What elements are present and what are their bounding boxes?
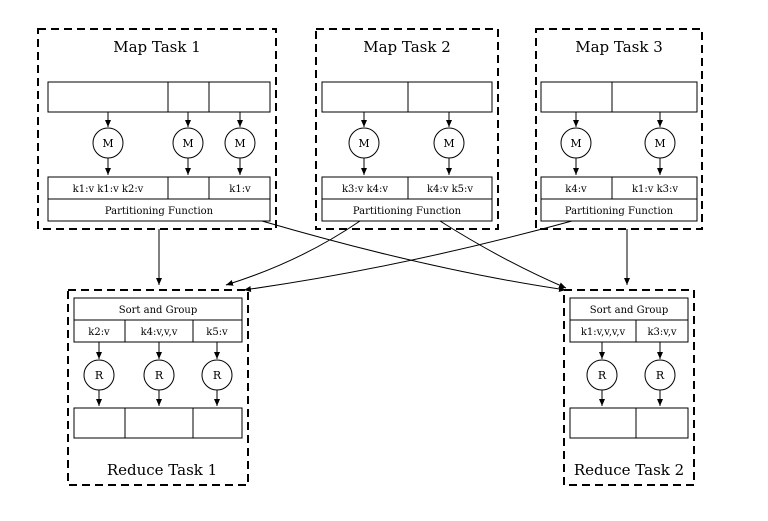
reduce-task-2-sort-and-group: Sort and Group (569, 297, 689, 321)
svg-text:R: R (598, 369, 607, 382)
map-task-3-mappers: M M (560, 112, 676, 175)
shuffle-arrow (261, 220, 567, 292)
map-output-cell: k3:v k4:v (342, 184, 388, 195)
map-output-cell: k4:v k5:v (427, 184, 473, 195)
svg-text:M: M (102, 137, 113, 150)
mapper-node: M (172, 127, 204, 159)
map-task-1-frame (37, 28, 277, 230)
svg-text:Sort and Group: Sort and Group (119, 305, 197, 316)
svg-text:Partitioning Function: Partitioning Function (565, 206, 674, 217)
reduce-task-1-title: Reduce Task 1 (107, 461, 217, 479)
reduce-group-cell: k1:v,v,v,v (581, 327, 626, 338)
svg-text:R: R (213, 369, 222, 382)
reduce-task-2-groups: k1:v,v,v,v k3:v,v (569, 319, 689, 343)
svg-text:M: M (182, 137, 193, 150)
map-output-cell: k1:v (229, 184, 251, 195)
map-task-2-title: Map Task 2 (363, 38, 451, 56)
svg-text:M: M (358, 137, 369, 150)
mapper-node: M (348, 127, 380, 159)
svg-text:M: M (654, 137, 665, 150)
mapper-node: M (560, 127, 592, 159)
map-output-cell: k1:v k3:v (632, 184, 678, 195)
map-task-3-title: Map Task 3 (575, 38, 663, 56)
map-output-cell: k1:v k1:v k2:v (73, 184, 144, 195)
mapper-node: M (224, 127, 256, 159)
reducer-node: R (644, 359, 676, 391)
reduce-task-2-title: Reduce Task 2 (574, 461, 684, 479)
map-task-3-input-splits (540, 81, 698, 113)
reduce-task-1-output-row (73, 407, 243, 439)
map-task-3-output-row: k4:v k1:v k3:v (540, 176, 698, 200)
map-task-2-input-splits (321, 81, 493, 113)
reduce-group-cell: k2:v (88, 327, 110, 338)
svg-text:Partitioning Function: Partitioning Function (353, 206, 462, 217)
mapper-node: M (92, 127, 124, 159)
map-task-2: Map Task 2 M M k3:v k4:v k4:v k5:v (315, 28, 499, 230)
mapper-node: M (433, 127, 465, 159)
svg-text:R: R (155, 369, 164, 382)
reduce-task-1-frame (67, 289, 249, 486)
reduce-task-1-reducers: R R R (83, 342, 233, 406)
map-task-1-output-row: k1:v k1:v k2:v k1:v (47, 176, 271, 200)
map-task-3: Map Task 3 M M k4:v k1:v k3:v (535, 28, 703, 230)
shuffle-arrow (225, 220, 361, 286)
reduce-task-1-groups: k2:v k4:v,v,v k5:v (73, 319, 243, 343)
reduce-task-2-output-row (569, 407, 689, 439)
reduce-task-1: Sort and Group k2:v k4:v,v,v k5:v R R (67, 289, 249, 486)
reducer-node: R (143, 359, 175, 391)
reducer-node: R (83, 359, 115, 391)
mapper-node: M (644, 127, 676, 159)
map-task-1-title: Map Task 1 (113, 38, 201, 56)
reduce-group-cell: k3:v,v (647, 327, 676, 338)
svg-text:R: R (656, 369, 665, 382)
reducer-node: R (201, 359, 233, 391)
map-task-2-mappers: M M (348, 112, 465, 175)
svg-text:Partitioning Function: Partitioning Function (105, 206, 214, 217)
shuffle-arrow (439, 220, 567, 289)
map-task-1: Map Task 1 M M M (37, 28, 277, 230)
map-task-3-frame (535, 28, 703, 230)
reduce-group-cell: k4:v,v,v (141, 327, 178, 338)
svg-text:M: M (570, 137, 581, 150)
map-task-1-input-splits (47, 81, 271, 113)
reduce-task-1-sort-and-group: Sort and Group (73, 297, 243, 321)
reduce-task-2-frame (563, 289, 695, 486)
shuffle-arrows (156, 220, 630, 292)
map-task-1-mappers: M M M (92, 112, 256, 175)
svg-text:M: M (234, 137, 245, 150)
map-task-2-output-row: k3:v k4:v k4:v k5:v (321, 176, 493, 200)
reduce-task-2: Sort and Group k1:v,v,v,v k3:v,v R R (563, 289, 695, 486)
reducer-node: R (586, 359, 618, 391)
map-task-3-partitioning-function: Partitioning Function (540, 198, 698, 222)
shuffle-arrow (243, 220, 573, 292)
svg-text:Sort and Group: Sort and Group (590, 305, 668, 316)
reduce-group-cell: k5:v (206, 327, 228, 338)
map-task-2-frame (315, 28, 499, 230)
map-output-cell: k4:v (565, 184, 587, 195)
reduce-task-2-reducers: R R (586, 342, 676, 406)
map-task-2-partitioning-function: Partitioning Function (321, 198, 493, 222)
svg-text:R: R (95, 369, 104, 382)
svg-text:M: M (443, 137, 454, 150)
map-task-1-partitioning-function: Partitioning Function (47, 198, 271, 222)
